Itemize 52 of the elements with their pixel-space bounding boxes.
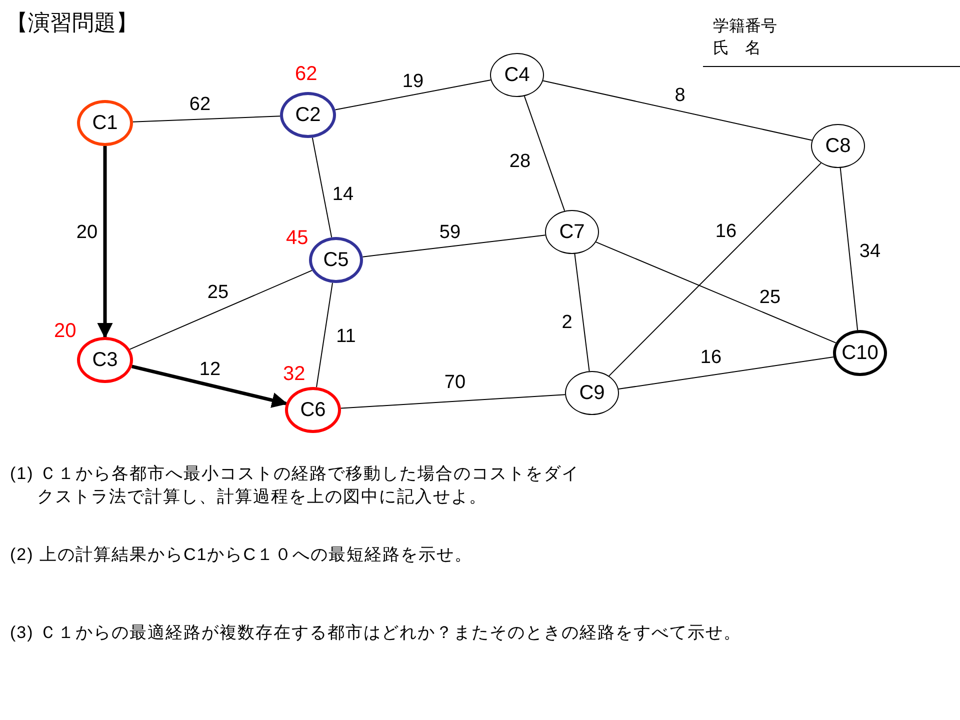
edge-label: 62 [189,94,211,116]
edge-label: 25 [759,287,781,309]
connector-line [340,394,566,409]
connector-line [312,137,332,238]
connector-line [132,116,281,122]
city-node: C2 [280,92,336,138]
city-node: C1 [77,100,133,146]
connector-line [524,96,566,212]
edge-label: 2 [562,312,572,334]
edge-label: 19 [402,71,424,93]
connector-line [574,253,590,372]
city-node: C9 [565,371,619,415]
title: 【演習問題】 [6,9,138,37]
edge-label: 59 [439,222,461,244]
city-node: C3 [77,337,133,383]
cost-value: 62 [295,63,318,86]
question-text: (1) Ｃ１から各都市へ最小コストの経路で移動した場合のコストをダイクストラ法で計算し、計算過程を上の図中に記入せよ。 [10,463,580,508]
edge-label: 70 [444,372,466,394]
connector-line [618,356,834,390]
connector-line [840,167,858,331]
arrow [131,364,288,408]
edge-label: 28 [509,151,531,173]
city-node: C5 [309,237,363,283]
edge-label: 20 [76,222,98,244]
question-text: (2) 上の計算結果からC1からC１０への最短経路を示せ。 [10,544,473,566]
cost-value: 45 [286,227,308,250]
city-node: C8 [811,124,865,168]
connector-line [316,282,333,388]
connector-line [542,80,812,141]
connector-line [129,270,312,350]
edge-label: 16 [700,347,722,369]
edge-label: 11 [336,326,356,348]
city-node: C7 [545,210,599,254]
cost-value: 32 [283,363,306,386]
connector-line [596,242,836,344]
edge-label: 16 [715,221,737,243]
cost-value: 20 [54,320,76,343]
form-label: 氏 名 [713,38,761,59]
connector-line [608,162,822,376]
connector-line [334,80,492,110]
edge-label: 34 [859,241,881,263]
arrow [97,146,113,339]
edge-label: 12 [199,359,221,381]
connector-line [362,234,546,258]
edge-label: 14 [332,184,354,206]
edge-label: 25 [207,282,229,304]
edge-label: 8 [674,85,686,107]
form-label: 学籍番号 [713,16,777,37]
city-node: C10 [833,330,887,376]
city-node: C6 [285,387,341,433]
city-node: C4 [490,53,544,97]
question-text: (3) Ｃ１からの最適経路が複数存在する都市はどれか？またそのときの経路をすべて示せ。 [10,622,742,644]
